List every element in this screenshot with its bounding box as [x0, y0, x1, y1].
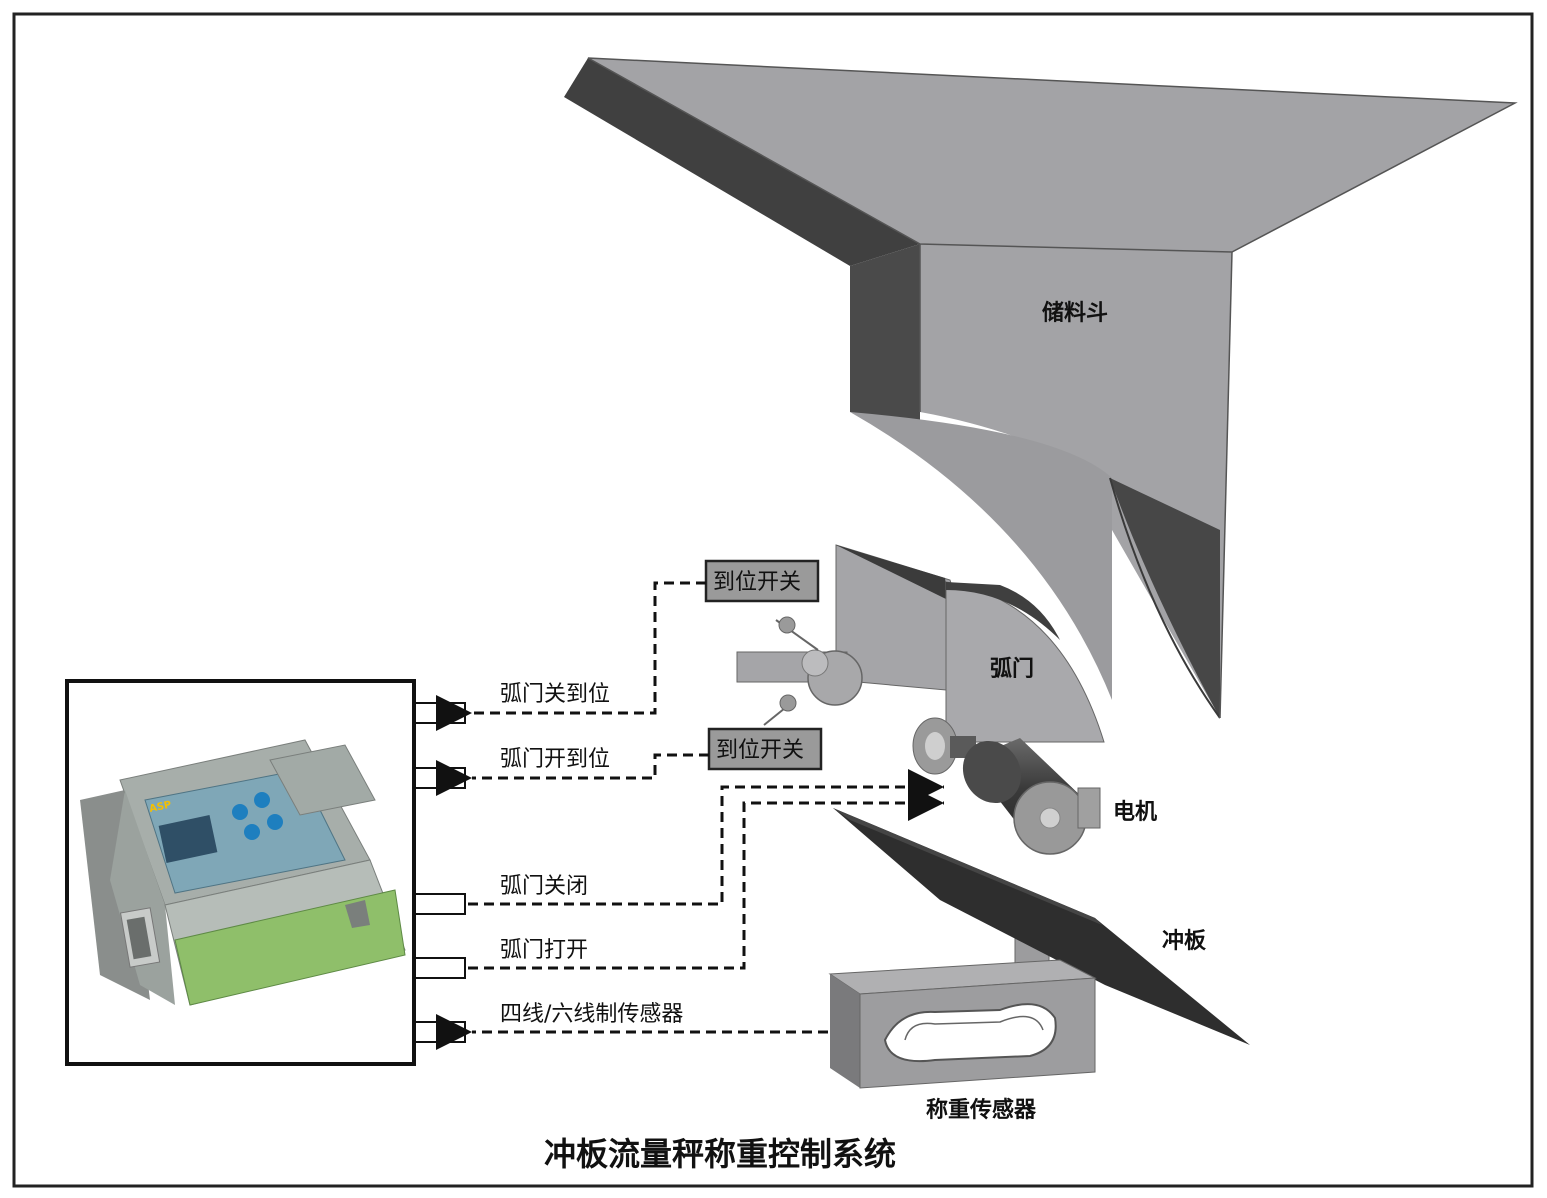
diagram-title: 冲板流量秤称重控制系统 — [544, 1135, 896, 1173]
signal-gate-closed-in-position: 弧门关到位 — [500, 682, 610, 707]
hopper-label: 储料斗 — [1042, 300, 1108, 326]
arc-gate-label: 弧门 — [990, 656, 1034, 682]
motor-label: 电机 — [1113, 800, 1157, 825]
line-gate-close-cmd — [468, 769, 944, 906]
motor — [912, 717, 1101, 855]
plc-controller: ASP — [80, 739, 406, 1006]
signal-gate-close-cmd: 弧门关闭 — [500, 874, 588, 899]
line-gate-open-in-position — [436, 753, 709, 796]
load-cell-label: 称重传感器 — [926, 1097, 1037, 1123]
limit-switch-top-box — [704, 559, 820, 603]
hopper — [564, 57, 1518, 719]
line-gate-closed-in-position — [436, 581, 706, 731]
arc-gate — [736, 544, 1105, 743]
line-gate-open-cmd — [468, 785, 944, 970]
signal-gate-open-cmd: 弧门打开 — [500, 938, 588, 963]
impact-plate-label: 冲板 — [1162, 929, 1207, 954]
limit-switch-pins — [763, 616, 819, 726]
limit-switch-top-label: 到位开关 — [713, 570, 801, 595]
signal-gate-open-in-position: 弧门开到位 — [500, 747, 610, 772]
plc-brand: ASP — [148, 800, 172, 815]
signal-sensor-input: 四线/六线制传感器 — [500, 1002, 683, 1027]
load-cell — [828, 959, 1097, 1089]
limit-switch-bottom-label: 到位开关 — [716, 738, 804, 763]
limit-switch-bottom-box — [707, 727, 823, 771]
signal-lines — [436, 581, 944, 1050]
